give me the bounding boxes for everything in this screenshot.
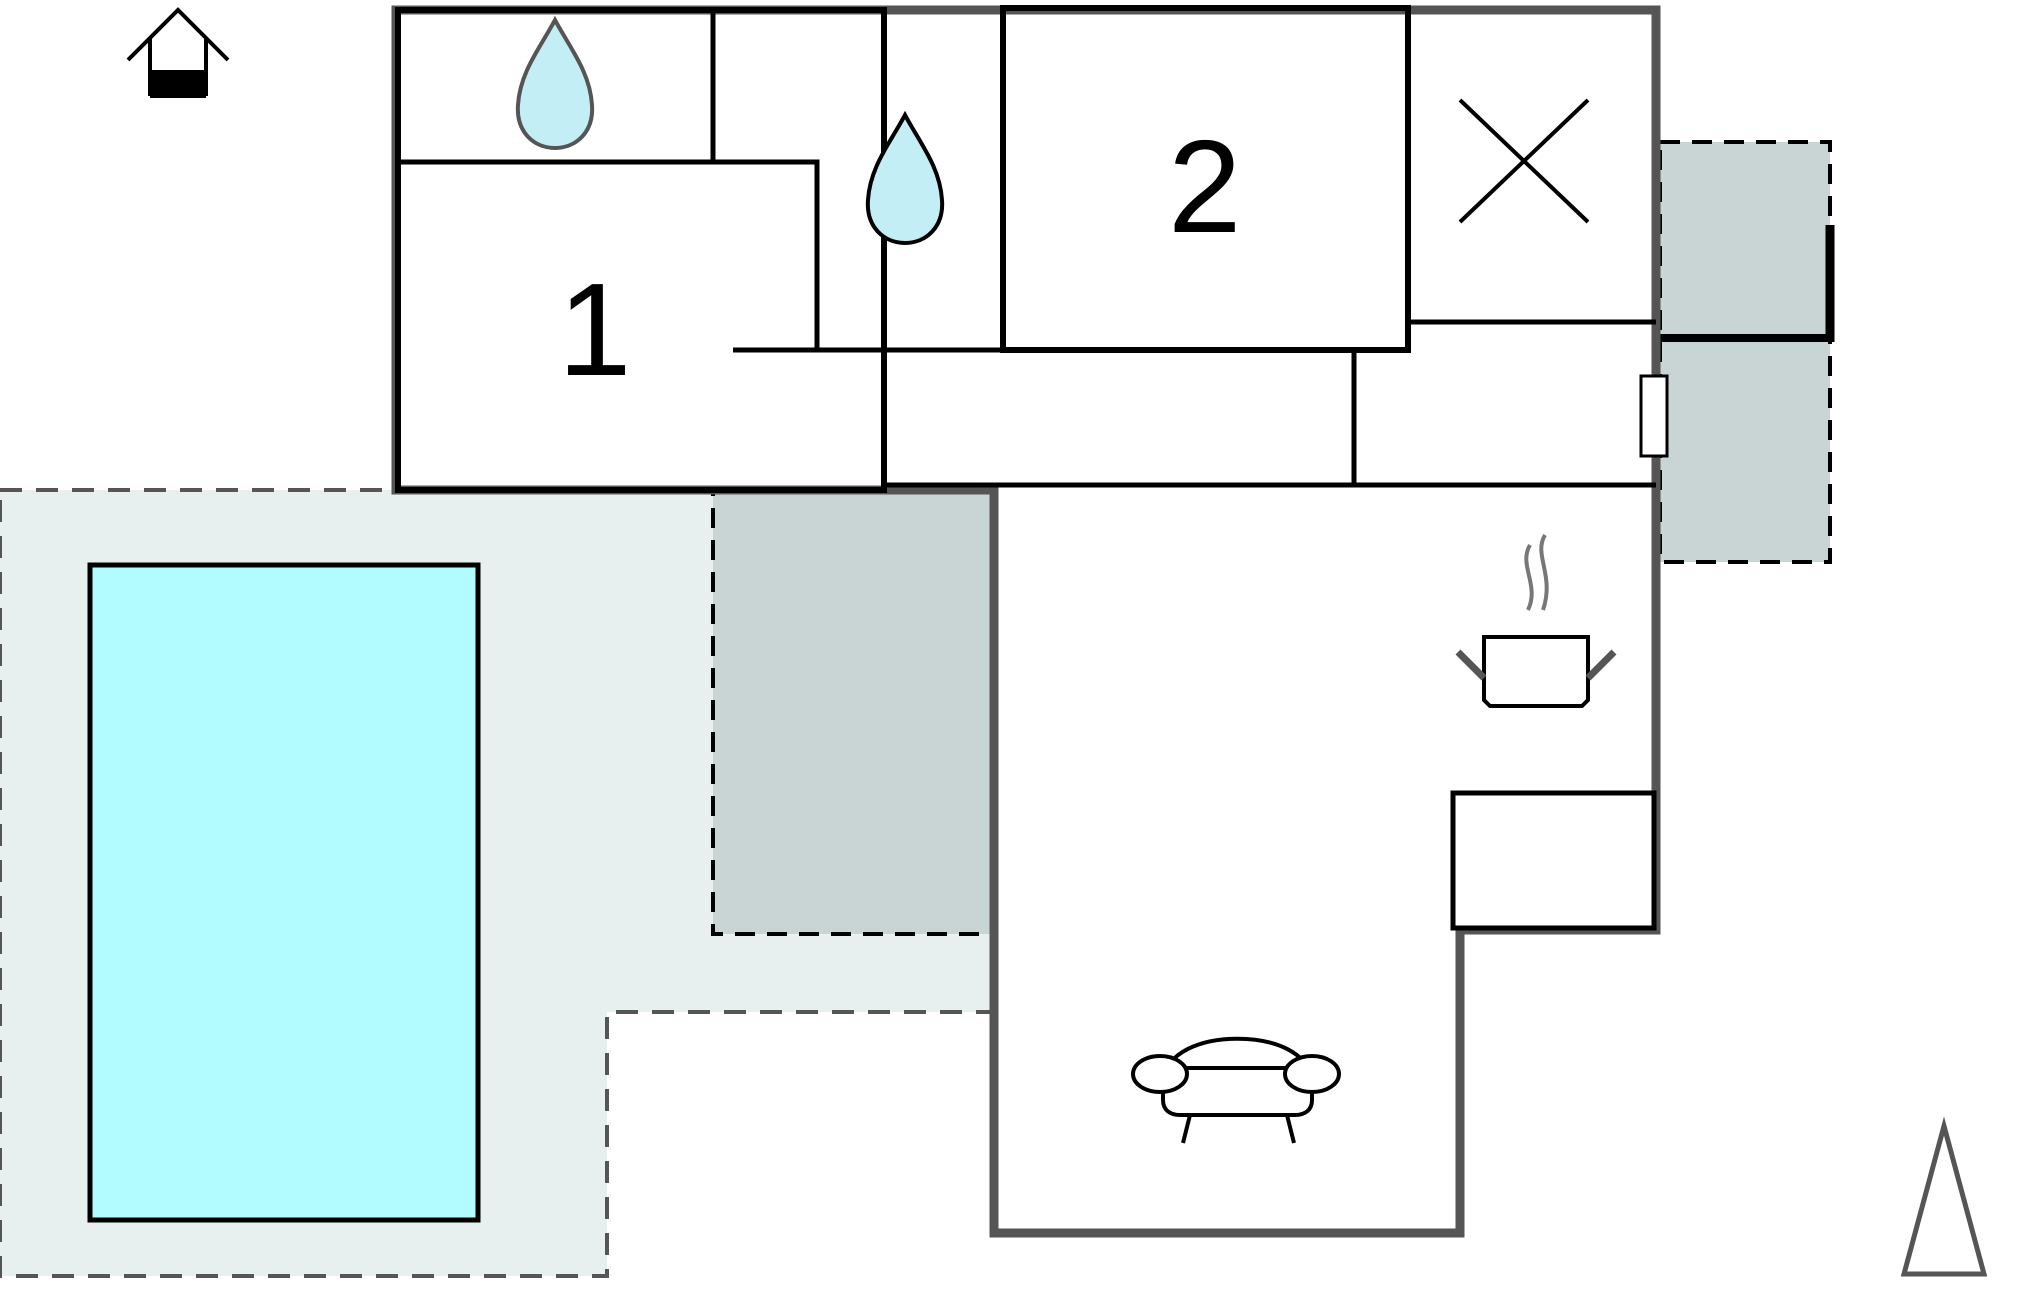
house-ground-floor-icon bbox=[126, 7, 230, 98]
kitchen-counter bbox=[1450, 790, 1657, 931]
cross-icon bbox=[1458, 98, 1590, 224]
room-label-2: 2 bbox=[1168, 113, 1241, 260]
swimming-pool bbox=[87, 562, 481, 1223]
cooking-pot-icon bbox=[1455, 533, 1617, 708]
north-arrow-icon bbox=[1900, 1116, 1988, 1277]
wall bbox=[398, 159, 820, 350]
covered-terrace bbox=[711, 490, 995, 936]
bedroom-1-wall bbox=[395, 7, 887, 493]
armchair-icon bbox=[1131, 1036, 1341, 1144]
covered-terrace-side bbox=[1658, 140, 1832, 564]
water-drop-icon bbox=[515, 15, 595, 151]
room-label-1: 1 bbox=[558, 256, 631, 403]
door-marker bbox=[1639, 374, 1669, 458]
water-drop-icon bbox=[865, 110, 945, 246]
